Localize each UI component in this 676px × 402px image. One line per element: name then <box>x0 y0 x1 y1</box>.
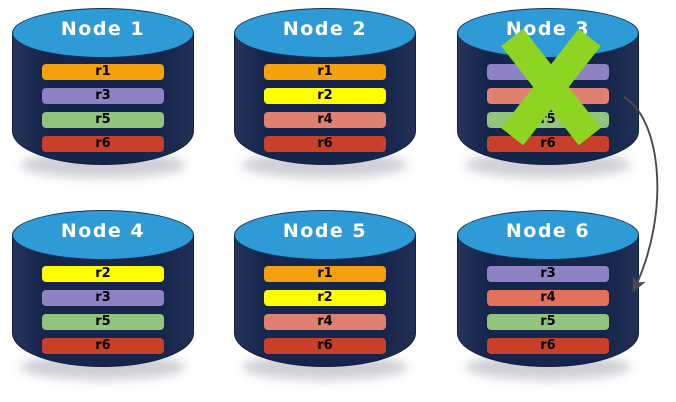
record-bar[interactable]: r3 <box>42 88 164 104</box>
node-2-top-disc <box>234 8 416 58</box>
record-bar[interactable]: r6 <box>487 338 609 354</box>
node-1-top-disc <box>12 8 194 58</box>
record-bar[interactable]: r4 <box>487 88 609 104</box>
record-bar[interactable]: r4 <box>264 314 386 330</box>
node-4-top-disc <box>12 210 194 260</box>
record-bar[interactable]: r4 <box>264 112 386 128</box>
record-bar[interactable]: r6 <box>42 338 164 354</box>
record-bar[interactable]: r3 <box>487 266 609 282</box>
node-3-top-disc <box>457 8 639 58</box>
node-5-top-disc <box>234 210 416 260</box>
node-6-top-disc <box>457 210 639 260</box>
record-bar[interactable]: r5 <box>42 314 164 330</box>
record-bar[interactable]: r5 <box>487 112 609 128</box>
node-4-records: r2 r3 r5 r6 <box>10 266 196 354</box>
record-bar[interactable]: r6 <box>487 136 609 152</box>
record-bar[interactable]: r6 <box>264 136 386 152</box>
record-bar[interactable]: r2 <box>264 290 386 306</box>
record-bar[interactable]: r5 <box>42 112 164 128</box>
record-bar[interactable]: r3 <box>42 290 164 306</box>
record-bar[interactable]: r3 <box>487 64 609 80</box>
record-bar[interactable]: r1 <box>264 64 386 80</box>
record-bar[interactable]: r2 <box>42 266 164 282</box>
record-bar[interactable]: r6 <box>42 136 164 152</box>
record-bar[interactable]: r5 <box>487 314 609 330</box>
node-2-records: r1 r2 r4 r6 <box>232 64 418 152</box>
node-1-records: r1 r3 r5 r6 <box>10 64 196 152</box>
node-3-records: r3 r4 r5 r6 <box>455 64 641 152</box>
record-bar[interactable]: r1 <box>264 266 386 282</box>
node-6-records: r3 r4 r5 r6 <box>455 266 641 354</box>
record-bar[interactable]: r4 <box>487 290 609 306</box>
record-bar[interactable]: r2 <box>264 88 386 104</box>
record-bar[interactable]: r6 <box>264 338 386 354</box>
node-5-records: r1 r2 r4 r6 <box>232 266 418 354</box>
record-bar[interactable]: r1 <box>42 64 164 80</box>
